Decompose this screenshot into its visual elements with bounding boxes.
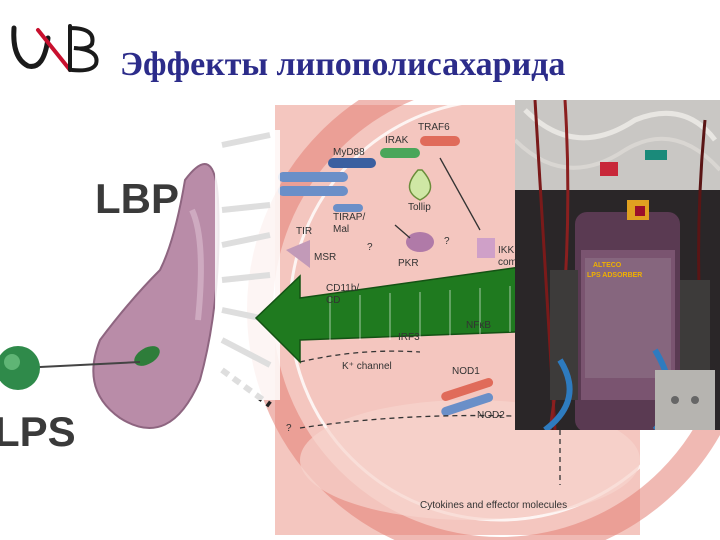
cd11b-label: CD11b/ (326, 283, 360, 294)
irf3-label: IRF3 (398, 332, 420, 343)
nod2-shape (441, 393, 494, 416)
pkr-label: PKR (398, 258, 419, 269)
mal-label: Mal (333, 224, 350, 235)
device-label-line2: LPS ADSORBER (587, 272, 643, 279)
nfkb-label: NFκB (466, 320, 491, 331)
irak-label: IRAK (385, 135, 409, 146)
tir-label: TIR (296, 226, 313, 237)
ikk-shape (477, 238, 495, 258)
lps-label: LPS (0, 408, 76, 455)
msr-shape (286, 240, 310, 268)
tollip-shape (408, 169, 432, 201)
lps-highlight (4, 354, 20, 370)
k-channel-label: K⁺ channel (342, 361, 392, 372)
msr-label: MSR (314, 252, 337, 263)
pkr-shape (406, 232, 434, 252)
nod1-label: NOD1 (452, 366, 480, 377)
logo (11, 24, 99, 73)
question-mark-2: ? (444, 236, 450, 247)
lbp-label: LBP (95, 175, 179, 222)
question-mark-3: ? (286, 423, 292, 434)
lps-chain (19, 361, 141, 369)
ikk-complex-label: com (498, 257, 517, 268)
lps-adsorber-photo: ALTECO LPS ADSORBER (515, 100, 720, 430)
nod2-label: NOD2 (477, 410, 505, 421)
nucleus-area (300, 400, 640, 520)
lbp-highlight (189, 208, 204, 321)
tollip-label: Tollip (408, 202, 431, 213)
traf6-label: TRAF6 (418, 122, 450, 133)
device-label-line1: ALTECO (593, 262, 622, 269)
lps-binding-site (134, 346, 160, 366)
lps-molecule (0, 346, 40, 390)
page-title: Эффекты липополисахарида (120, 46, 566, 83)
device-illustration (515, 100, 720, 430)
tirap-label: TIRAP/ (333, 212, 366, 223)
question-mark-1: ? (367, 242, 373, 253)
cytokines-label: Cytokines and effector molecules (420, 500, 568, 511)
cd18-label: CD (326, 295, 341, 306)
nod1-shape (441, 378, 494, 401)
ikk-label: IKK (498, 245, 515, 256)
myd88-label: MyD88 (333, 147, 365, 158)
